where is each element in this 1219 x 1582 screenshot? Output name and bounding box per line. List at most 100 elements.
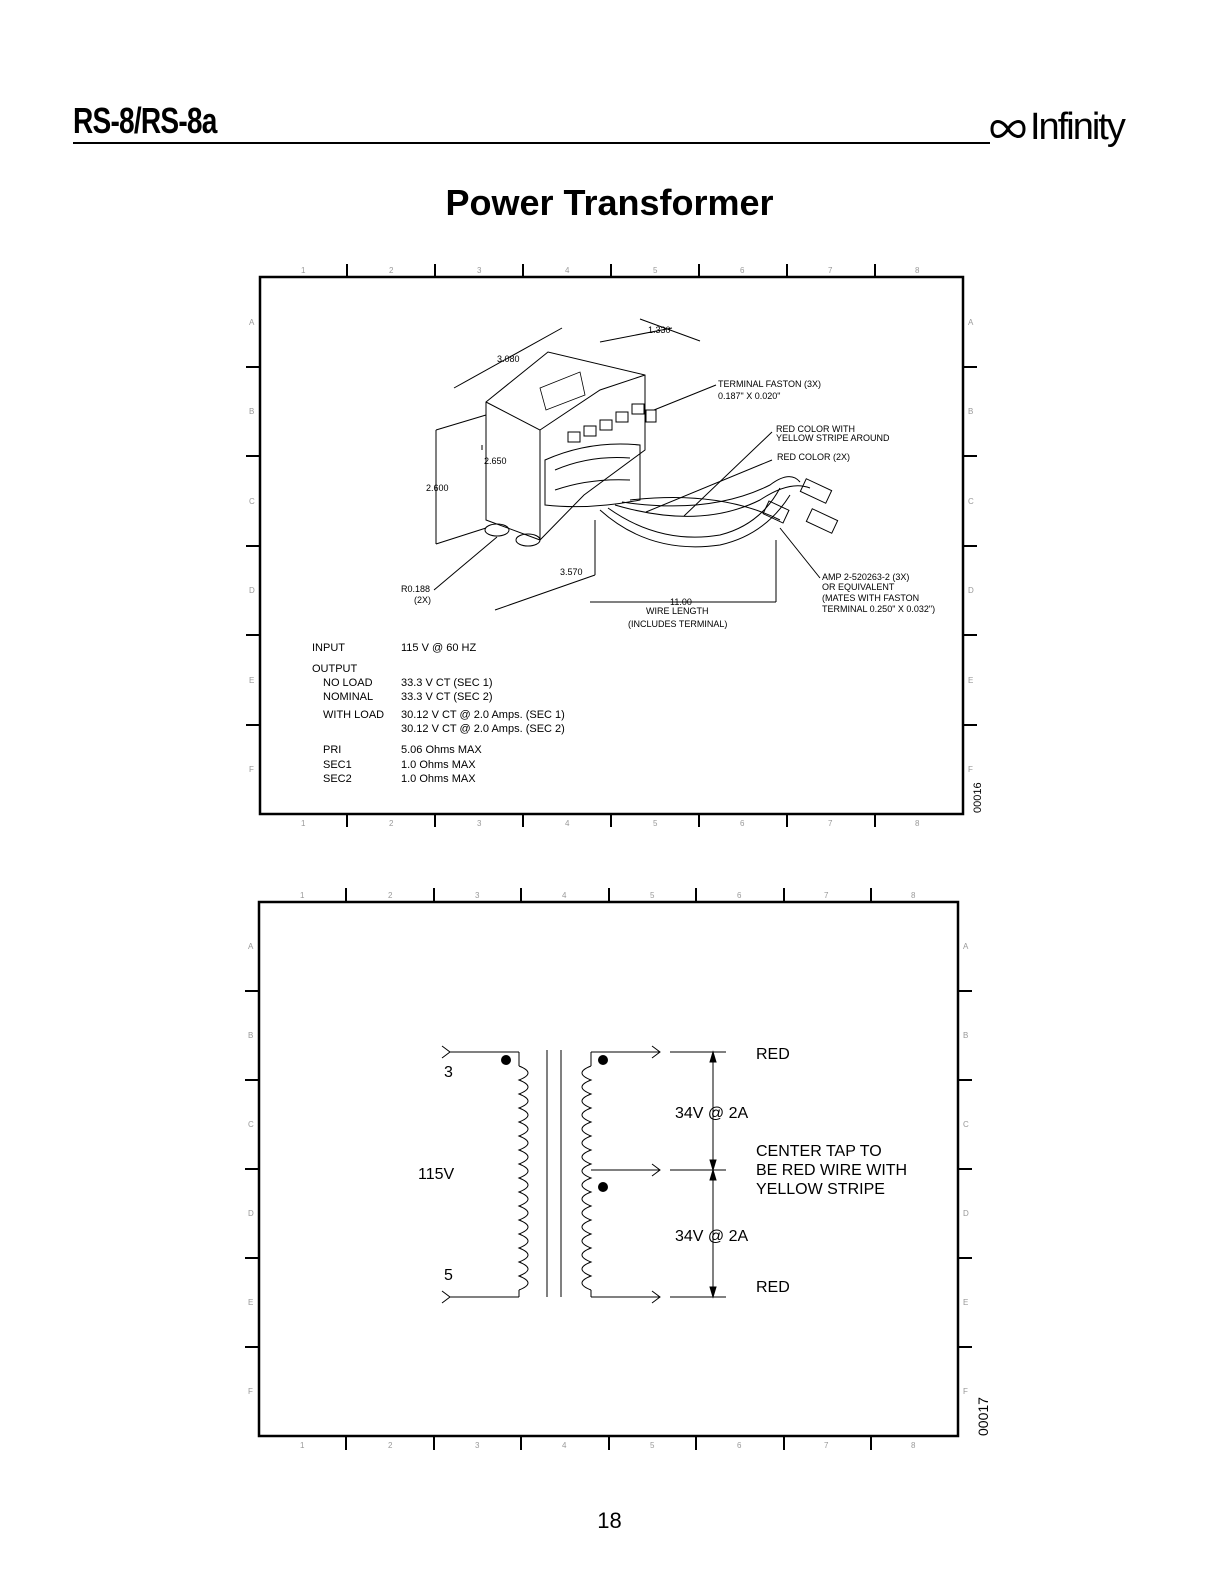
page-title: Power Transformer [445,182,774,223]
label-secondary-top: 34V @ 2A [675,1105,749,1122]
grid-row: A [968,318,974,327]
polarity-dot [598,1055,608,1065]
grid-col: 7 [824,891,829,900]
polarity-dot [598,1182,608,1192]
brand-logo: Infinity [988,106,1126,149]
grid-row: C [248,1120,254,1129]
header-rule [73,142,990,144]
grid-row: C [249,497,255,506]
spec-input-label: INPUT [312,642,345,654]
grid-col: 7 [824,1441,829,1450]
grid-col: 7 [828,819,833,828]
grid-row: A [248,942,254,951]
grid-col: 2 [389,266,394,275]
grid-row: B [968,407,973,416]
spec-withload-label: WITH LOAD [323,709,384,721]
grid-row: D [248,1209,254,1218]
polarity-dot [501,1055,511,1065]
grid-col: 8 [911,891,916,900]
grid-col: 3 [477,266,482,275]
spec-pri-value: 5.06 Ohms MAX [401,744,482,756]
dim-3570: 3.570 [560,567,583,577]
spec-nominal-label: NOMINAL [323,691,373,703]
grid-row: A [963,942,969,951]
grid-col: 5 [650,1441,655,1450]
grid-col: 4 [562,1441,567,1450]
grid-row: D [249,586,255,595]
grid-row: C [968,497,974,506]
grid-row: E [249,676,254,685]
drawing-id: 00017 [975,1397,991,1436]
grid-col: 1 [300,1441,305,1450]
schematic-labels: 3 5 115V RED 34V @ 2A CENTER TAP TO BE R… [418,1046,907,1296]
grid-row: F [963,1387,968,1396]
grid-col: 1 [301,266,306,275]
grid-col: 2 [389,819,394,828]
label-red-bottom: RED [756,1279,790,1296]
grid-col: 3 [475,1441,480,1450]
page-number: 18 [597,1508,622,1533]
spec-noload-label: NO LOAD [323,677,373,689]
dim-wire-length-note: (INCLUDES TERMINAL) [628,619,727,629]
callout-red-yellow-1: RED COLOR WITH [776,424,855,434]
grid-row: C [963,1120,969,1129]
grid-col: 8 [915,266,920,275]
grid-row: B [248,1031,253,1040]
polarity-dots [501,1055,608,1192]
spec-output-label: OUTPUT [312,663,358,675]
spec-sec2-label: SEC2 [323,773,352,785]
dim-3080: 3.080 [497,354,520,364]
callout-amp-2: OR EQUIVALENT [822,582,895,592]
primary-voltage: 115V [418,1166,455,1183]
drawing-id: 00016 [972,782,984,813]
grid-col: 4 [565,266,570,275]
pin-bottom: 5 [444,1267,453,1284]
label-red-top: RED [756,1046,790,1063]
grid-col: 6 [740,819,745,828]
grid-row: F [248,1387,253,1396]
grid-row: B [249,407,254,416]
grid-row: E [248,1298,253,1307]
grid-row: F [249,765,254,774]
grid-col: 6 [737,891,742,900]
dim-wire-length: 11.00 [670,597,692,607]
spec-sec2-value: 1.0 Ohms MAX [401,773,476,785]
grid-row: E [968,676,973,685]
grid-col: 7 [828,266,833,275]
grid-col: 5 [653,819,658,828]
grid-row: E [963,1298,968,1307]
grid-col: 4 [565,819,570,828]
grid-row: D [963,1209,969,1218]
callout-amp-3: (MATES WITH FASTON [822,593,919,603]
grid-col: 4 [562,891,567,900]
callout-red-yellow-2: YELLOW STRIPE AROUND [776,433,890,443]
dim-1330: 1.330 [648,325,671,335]
grid-col: 6 [737,1441,742,1450]
callout-faston-2: 0.187" X 0.020" [718,391,780,401]
grid-col: 3 [477,819,482,828]
dim-2600: 2.600 [426,483,449,493]
callout-amp-1: AMP 2-520263-2 (3X) [822,572,909,582]
grid-col: 6 [740,266,745,275]
label-secondary-bottom: 34V @ 2A [675,1228,749,1245]
grid-col: 3 [475,891,480,900]
grid-col: 2 [388,1441,393,1450]
spec-withload-value-1: 30.12 V CT @ 2.0 Amps. (SEC 1) [401,709,565,721]
infinity-logo-icon [990,119,1026,138]
grid-row: D [968,586,974,595]
center-tap-note-2: BE RED WIRE WITH [756,1162,907,1179]
callout-amp-4: TERMINAL 0.250" X 0.032") [822,604,935,614]
grid-col: 1 [300,891,305,900]
spec-sec1-label: SEC1 [323,759,352,771]
spec-pri-label: PRI [323,744,341,756]
dim-radius: R0.188 [401,584,430,594]
center-tap-note-1: CENTER TAP TO [756,1143,882,1160]
spec-input-value: 115 V @ 60 HZ [401,642,476,654]
spec-sec1-value: 1.0 Ohms MAX [401,759,476,771]
brand-name: Infinity [1030,106,1126,148]
spec-nominal-value: 33.3 V CT (SEC 2) [401,691,493,703]
grid-row: F [968,765,973,774]
transformer-sketch [433,318,839,611]
drawing2-frame: 1 2 3 4 5 6 7 8 1 2 3 4 5 6 7 8 A B C D … [245,888,991,1450]
